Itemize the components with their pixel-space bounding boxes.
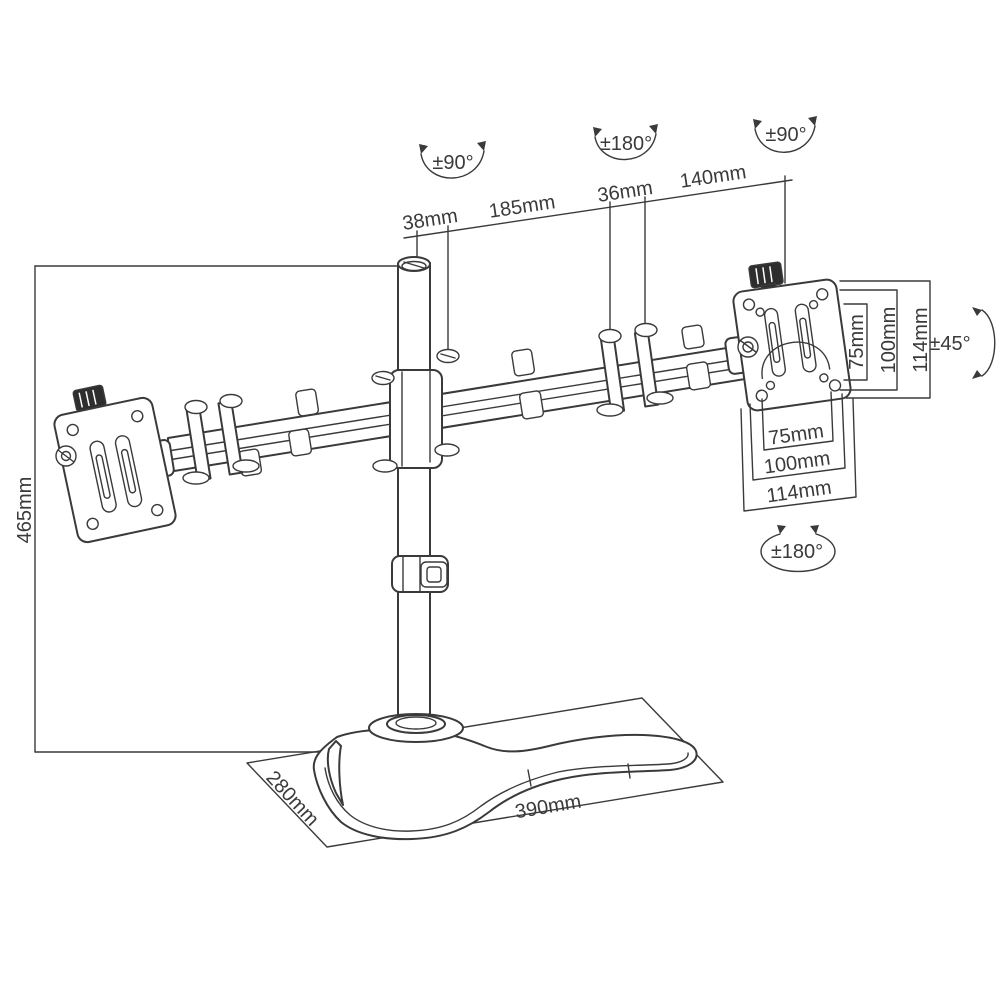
base [312,713,698,841]
pole [397,256,431,723]
label-tilt: ±45° [929,333,970,355]
rotation-arc-left-arm: ±90° [419,141,486,179]
label-vesa-v-100mm: 100mm [878,307,900,374]
right-vesa-plate [732,261,852,412]
label-vesa-v-114mm: 114mm [910,307,932,372]
label-vesa-h-75mm: 75mm [767,420,825,450]
right-plate-pivot [737,336,759,358]
vesa-side-dimensions: 75mm 100mm 114mm [839,280,932,399]
rotation-arc-center: ±180° [593,124,658,161]
cable-clips [238,324,712,477]
top-dimension-chain: 38mm 185mm 36mm 140mm [401,161,793,353]
swivel-arc: ±180° [760,525,836,573]
pole-cable-clip [391,555,449,593]
label-rot-center: ±180° [600,133,652,155]
label-height-465mm: 465mm [14,477,36,544]
label-rot-right-arm: ±90° [765,124,806,146]
rotation-arc-right-arm: ±90° [753,116,817,153]
label-base-280mm: 280mm [261,767,323,831]
label-base-390mm: 390mm [513,791,582,824]
floor-outline [246,697,724,848]
label-185mm: 185mm [488,191,557,223]
label-vesa-h-114mm: 114mm [765,477,833,508]
height-dimension: 465mm [14,265,399,753]
left-plate-pivot [55,445,77,467]
label-vesa-v-75mm: 75mm [846,314,868,370]
label-swivel: ±180° [771,541,823,563]
arm-clamp-left [182,393,260,485]
pole-clamp [371,348,460,473]
tilt-arc: ±45° [929,307,996,379]
left-vesa-plate [53,384,177,544]
arm-clamp-right [596,322,674,417]
label-vesa-h-100mm: 100mm [763,447,832,478]
label-rot-left-arm: ±90° [432,152,473,174]
